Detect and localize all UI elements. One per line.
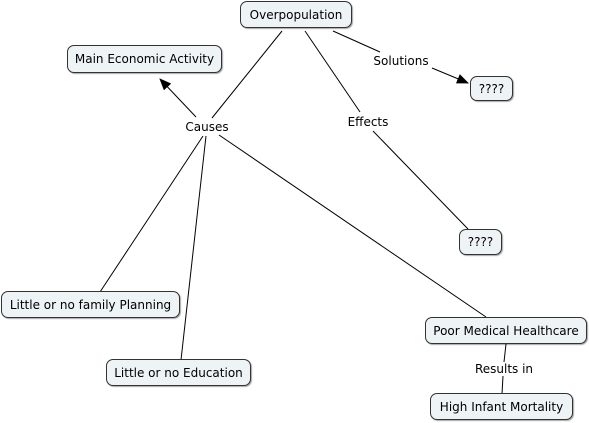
line-overpopulation-solutions [332, 30, 381, 53]
line-overpopulation-effects [304, 30, 361, 113]
link-label-solutions[interactable]: Solutions [371, 54, 431, 68]
line-results-infant [501, 375, 504, 395]
line-causes-healthcare [218, 134, 487, 318]
concept-label: Main Economic Activity [74, 52, 215, 66]
concept-healthcare[interactable]: Poor Medical Healthcare [425, 317, 587, 344]
concept-label: Little or no family Planning [9, 297, 172, 312]
concept-label: ???? [478, 81, 505, 96]
concept-solutions-target[interactable]: ???? [470, 76, 513, 101]
concept-label: High Infant Mortality [439, 399, 564, 414]
arrow-solutions-target [431, 67, 469, 84]
line-healthcare-results [503, 343, 507, 363]
link-label-effects[interactable]: Effects [345, 115, 391, 129]
concept-label: Overpopulation [249, 7, 343, 22]
line-causes-family-planning [99, 135, 204, 293]
concept-label: Little or no Education [114, 365, 243, 380]
concept-label: Poor Medical Healthcare [433, 323, 579, 338]
link-label-causes[interactable]: Causes [183, 120, 231, 134]
arrow-causes-economic [159, 78, 197, 118]
concept-main-economic-activity[interactable]: Main Economic Activity [67, 45, 222, 73]
concept-family-planning[interactable]: Little or no family Planning [1, 291, 180, 318]
link-label-results-in[interactable]: Results in [472, 362, 536, 376]
line-causes-education [180, 135, 207, 361]
line-effects-target [372, 130, 469, 230]
concept-infant-mortality[interactable]: High Infant Mortality [430, 393, 573, 420]
concept-label: ???? [467, 235, 494, 249]
concept-effects-target[interactable]: ???? [459, 229, 502, 255]
line-overpopulation-causes [211, 30, 283, 119]
concept-overpopulation[interactable]: Overpopulation [240, 1, 352, 28]
concept-education[interactable]: Little or no Education [106, 359, 251, 386]
